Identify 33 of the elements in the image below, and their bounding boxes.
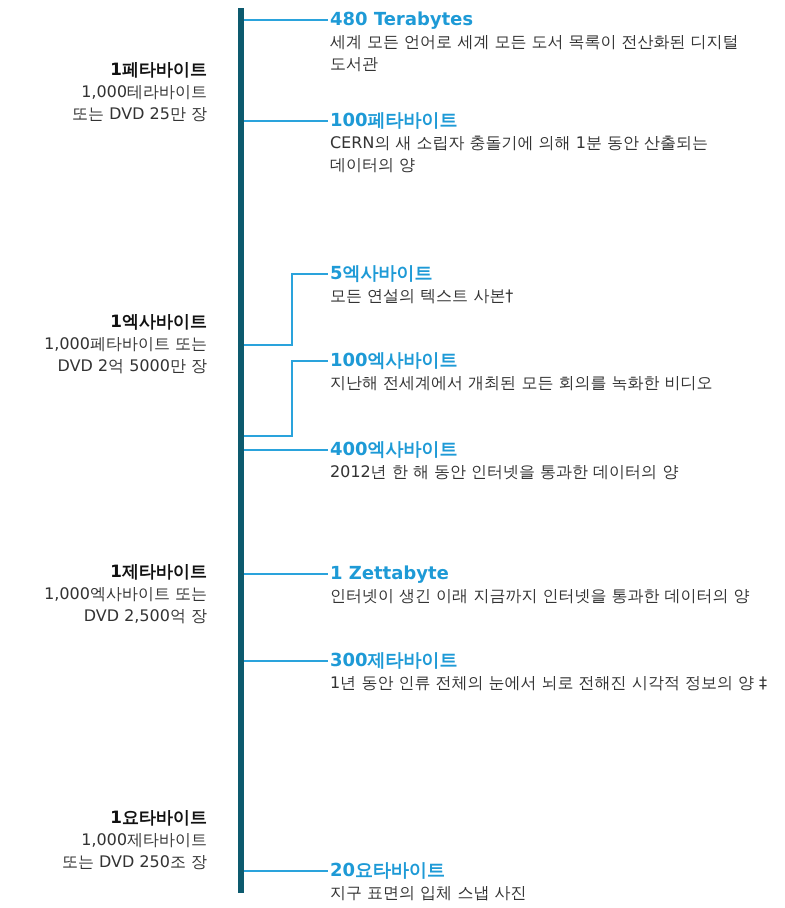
description-text: 세계 모든 언어로 세계 모든 도서 목록이 전산화된 디지털 도서관 [330, 31, 740, 75]
description-text: 인터넷이 생긴 이래 지금까지 인터넷을 통과한 데이터의 양 [330, 585, 751, 607]
unit-heading: 1요타바이트 [109, 807, 207, 829]
unit-heading: 1엑사바이트 [109, 311, 207, 333]
leader-line [244, 120, 328, 122]
size-heading: 480 Terabytes [330, 9, 474, 31]
description-text: 지난해 전세계에서 개최된 모든 회의를 녹화한 비디오 [330, 372, 714, 394]
leader-line [244, 449, 328, 451]
size-heading: 1 Zettabyte [330, 563, 450, 585]
scale-axis [238, 8, 244, 893]
size-heading: 5엑사바이트 [330, 263, 434, 285]
unit-description: 1,000테라바이트 또는 DVD 25만 장 [71, 81, 207, 125]
description-text: CERN의 새 소립자 충돌기에 의해 1분 동안 산출되는 데이터의 양 [330, 132, 710, 176]
unit-heading: 1제타바이트 [109, 561, 207, 583]
unit-heading: 1페타바이트 [109, 59, 207, 81]
size-heading: 100엑사바이트 [330, 350, 459, 372]
size-heading: 300제타바이트 [330, 650, 459, 672]
unit-description: 1,000제타바이트 또는 DVD 250조 장 [60, 829, 207, 873]
unit-description: 1,000엑사바이트 또는 DVD 2,500억 장 [43, 583, 207, 627]
size-heading: 400엑사바이트 [330, 439, 459, 461]
leader-line [244, 19, 328, 21]
size-heading: 20요타바이트 [330, 860, 446, 882]
description-text: 2012년 한 해 동안 인터넷을 통과한 데이터의 양 [330, 461, 680, 483]
bracket-line [244, 273, 328, 346]
leader-line [244, 870, 328, 872]
description-text: 지구 표면의 입체 스냅 사진 [330, 882, 528, 904]
description-text: 1년 동안 인류 전체의 눈에서 뇌로 전해진 시각적 정보의 양 ‡ [330, 672, 768, 694]
leader-line [244, 660, 328, 662]
bracket-line [244, 360, 328, 437]
size-heading: 100페타바이트 [330, 110, 459, 132]
unit-description: 1,000페타바이트 또는 DVD 2억 5000만 장 [43, 333, 207, 377]
leader-line [244, 573, 328, 575]
description-text: 모든 연설의 텍스트 사본† [330, 285, 514, 307]
